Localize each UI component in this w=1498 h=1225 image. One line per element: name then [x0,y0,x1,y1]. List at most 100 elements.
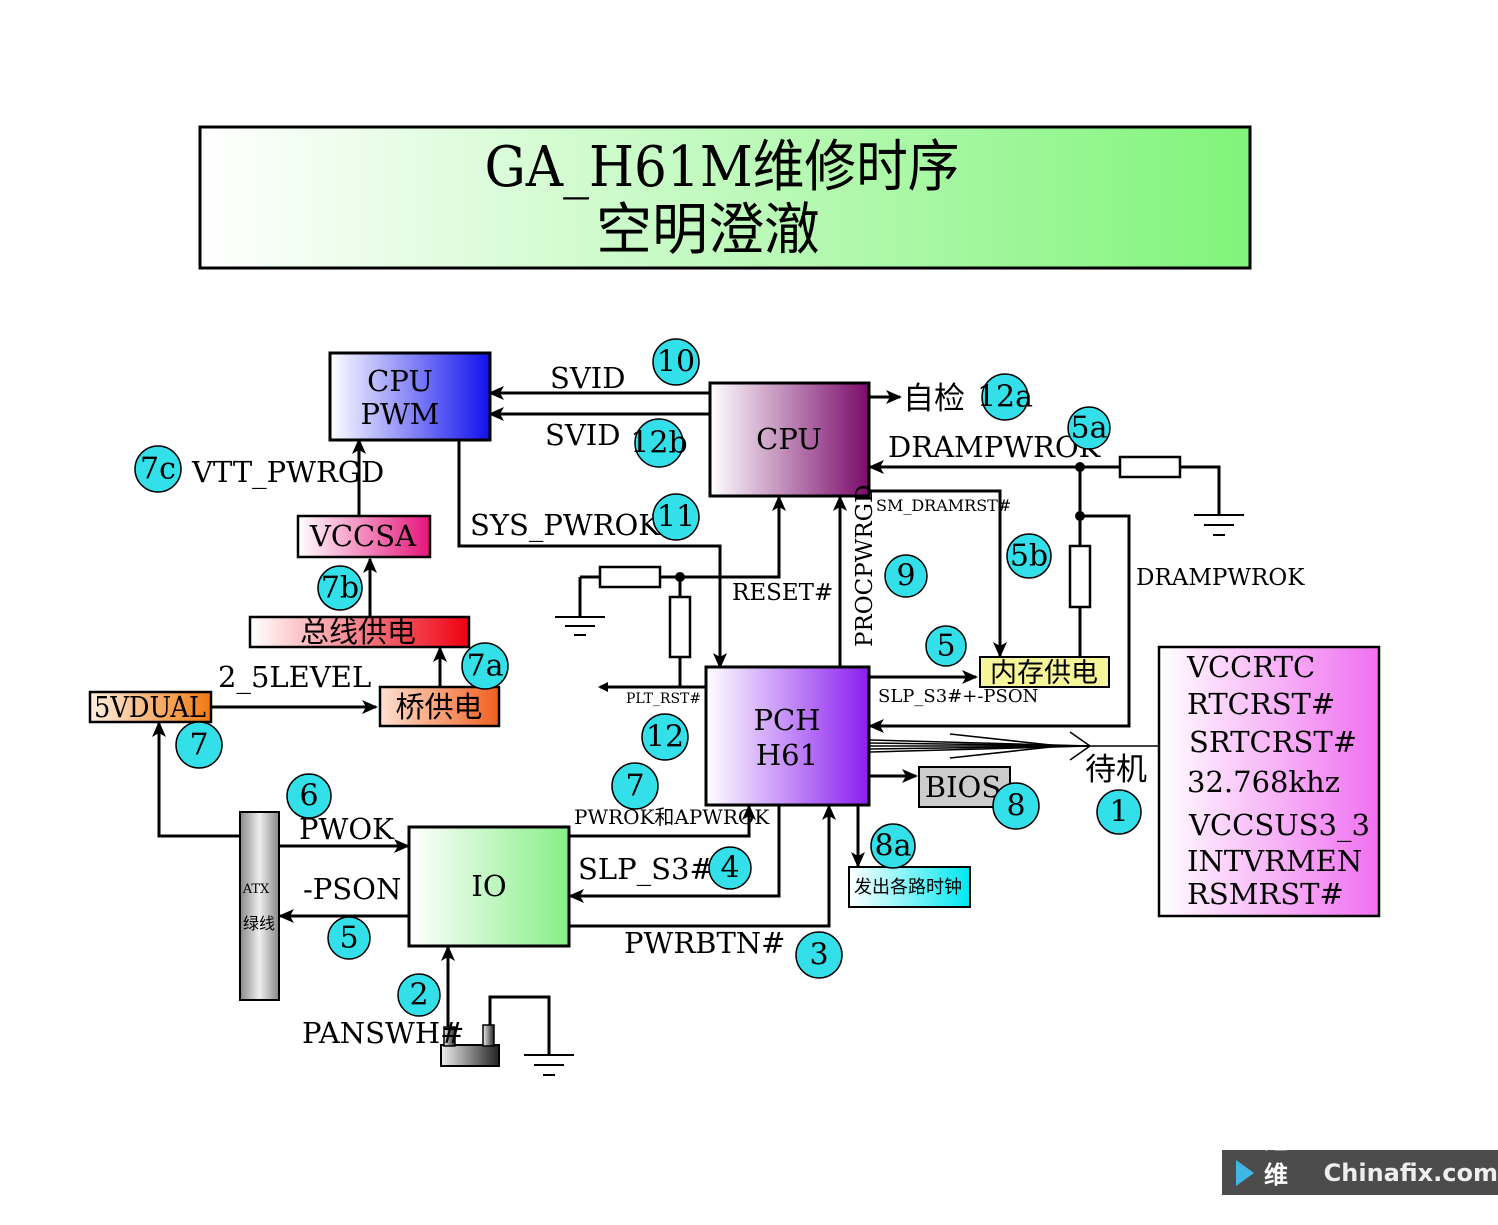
atx-connector[interactable]: ATX 绿线 [239,811,280,1001]
bus-power-block[interactable]: 总线供电 [248,615,471,649]
step-badge-11: 11 [652,493,700,541]
svid-label-top: SVID [550,361,626,395]
vccsa-label: VCCSA [309,519,417,553]
svg-text:7b: 7b [321,571,359,606]
plt-rst-label: PLT_RST# [626,691,701,707]
svg-text:11: 11 [657,500,695,535]
step-badge-4: 4 [708,846,752,890]
vccsa-block[interactable]: VCCSA [296,514,432,559]
svg-text:3: 3 [809,938,828,973]
standby-block[interactable]: VCCRTC RTCRST# SRTCRST# 32.768khz VCCSUS… [1157,645,1381,918]
standby-item: VCCRTC [1186,650,1315,684]
step-badge-8: 8 [992,782,1040,830]
step-badge-5-io: 5 [327,916,371,960]
bridge-power-label: 桥供电 [395,690,482,724]
step-badge-10: 10 [652,338,700,386]
clock-label: 发出各路时钟 [854,877,962,898]
pwrok-apwrok-label: PWROK和APWROK [574,805,770,829]
ground-right-wire [1180,465,1221,515]
clock-block[interactable]: 发出各路时钟 [848,866,971,908]
step-badge-7-left: 7 [175,721,223,769]
resistor-dram-ground [1118,455,1182,479]
step-badge-5b: 5b [1006,533,1052,579]
cpu-pwm-block[interactable]: CPU PWM [328,351,492,442]
5vdual-block[interactable]: 5VDUAL [88,690,213,724]
panswh-label: PANSWH# [302,1016,464,1050]
procpwrgd-label: PROCPWRGD [852,485,878,648]
node-dram-top [1075,462,1085,472]
title-line1: GA_H61M维修时序 [485,135,960,200]
svg-text:1: 1 [1109,795,1128,830]
standby-item: INTVRMEN [1187,844,1362,878]
node-dram-mid [1075,511,1085,521]
standby-item: RTCRST# [1187,687,1335,721]
title-box: GA_H61M维修时序 空明澄澈 [198,125,1252,270]
bus-power-label: 总线供电 [300,615,416,649]
drampwrok-right-label: DRAMPWROK [1136,565,1305,591]
svid-label-bottom: SVID [545,418,621,452]
svg-text:5: 5 [936,629,955,664]
level-label: 2_5LEVEL [218,660,371,695]
power-switch[interactable] [440,1024,500,1067]
svg-text:5b: 5b [1010,539,1048,574]
step-badge-6: 6 [286,773,332,819]
ground-symbol-dram [1194,514,1244,536]
standby-label: 待机 [1085,752,1147,788]
step-badge-3: 3 [795,931,843,979]
sys-pwrok-line [457,440,727,669]
svg-text:2: 2 [409,978,428,1013]
signal-labels: SVID SVID 自检 DRAMPWROK DRAMPWROK SM_DRAM… [191,361,1305,1050]
step-badge-5-mem: 5 [925,625,967,667]
reset-label: RESET# [732,580,833,606]
svg-text:7: 7 [625,769,644,804]
step-badge-5a: 5a [1067,406,1111,450]
svg-text:7: 7 [189,728,208,763]
step-badge-12: 12 [641,713,689,761]
step-badge-2: 2 [397,973,441,1017]
timing-diagram: GA_H61M维修时序 空明澄澈 [88,125,1381,1076]
step-badge-9: 9 [884,554,928,598]
svg-text:9: 9 [896,559,915,594]
io-label: IO [471,869,506,903]
watermark: 迅维网 Chinafix.com [1222,1126,1498,1224]
cpu-block[interactable]: CPU [708,381,871,498]
svg-text:6: 6 [299,779,318,814]
sm-dramrst-line [870,489,1007,658]
resistor-reset-pulldown [668,595,692,659]
standby-item: RSMRST# [1187,877,1344,911]
pson-label: -PSON [303,872,401,906]
io-block[interactable]: IO [407,825,571,948]
bridge-power-block[interactable]: 桥供电 [378,685,501,728]
step-badge-7b: 7b [317,565,363,611]
cpu-pwm-label-2: PWM [360,397,439,431]
pwrbtn-label: PWRBTN# [624,926,785,960]
atx-to-5vdual-line [152,721,240,838]
pwrbtn-line [570,804,836,928]
standby-item: VCCSUS3_3 [1188,808,1370,843]
5vdual-label: 5VDUAL [94,690,206,724]
pch-label-2: H61 [756,738,818,772]
step-badge-12b: 12b [630,418,688,468]
ground-symbol-reset [555,616,605,636]
pch-block[interactable]: PCH H61 [704,665,871,807]
pch-label-1: PCH [754,703,821,737]
reset-line [680,495,786,579]
svg-text:8a: 8a [875,829,912,864]
watermark-site: Chinafix.com [1323,1158,1498,1187]
bios-block[interactable]: BIOS [918,766,1011,808]
mem-power-block[interactable]: 内存供电 [979,656,1110,689]
atx-label-1: ATX [242,882,270,897]
resistor-reset [598,565,662,589]
step-badge-7c: 7c [134,445,182,493]
self-test-label: 自检 [903,381,965,417]
svg-text:12b: 12b [630,426,687,461]
slp-s3-label: SLP_S3# [578,852,714,887]
svg-text:7c: 7c [140,452,176,487]
sys-pwrok-label: SYS_PWROK [470,508,661,543]
vtt-pwrgd-label: VTT_PWRGD [191,455,384,490]
svg-text:7a: 7a [467,649,504,684]
standby-item: 32.768khz [1187,765,1340,799]
drampwrok-top-label: DRAMPWROK [888,430,1102,464]
step-badge-7-pch: 7 [611,762,659,810]
watermark-arrow-icon [1236,1159,1254,1186]
